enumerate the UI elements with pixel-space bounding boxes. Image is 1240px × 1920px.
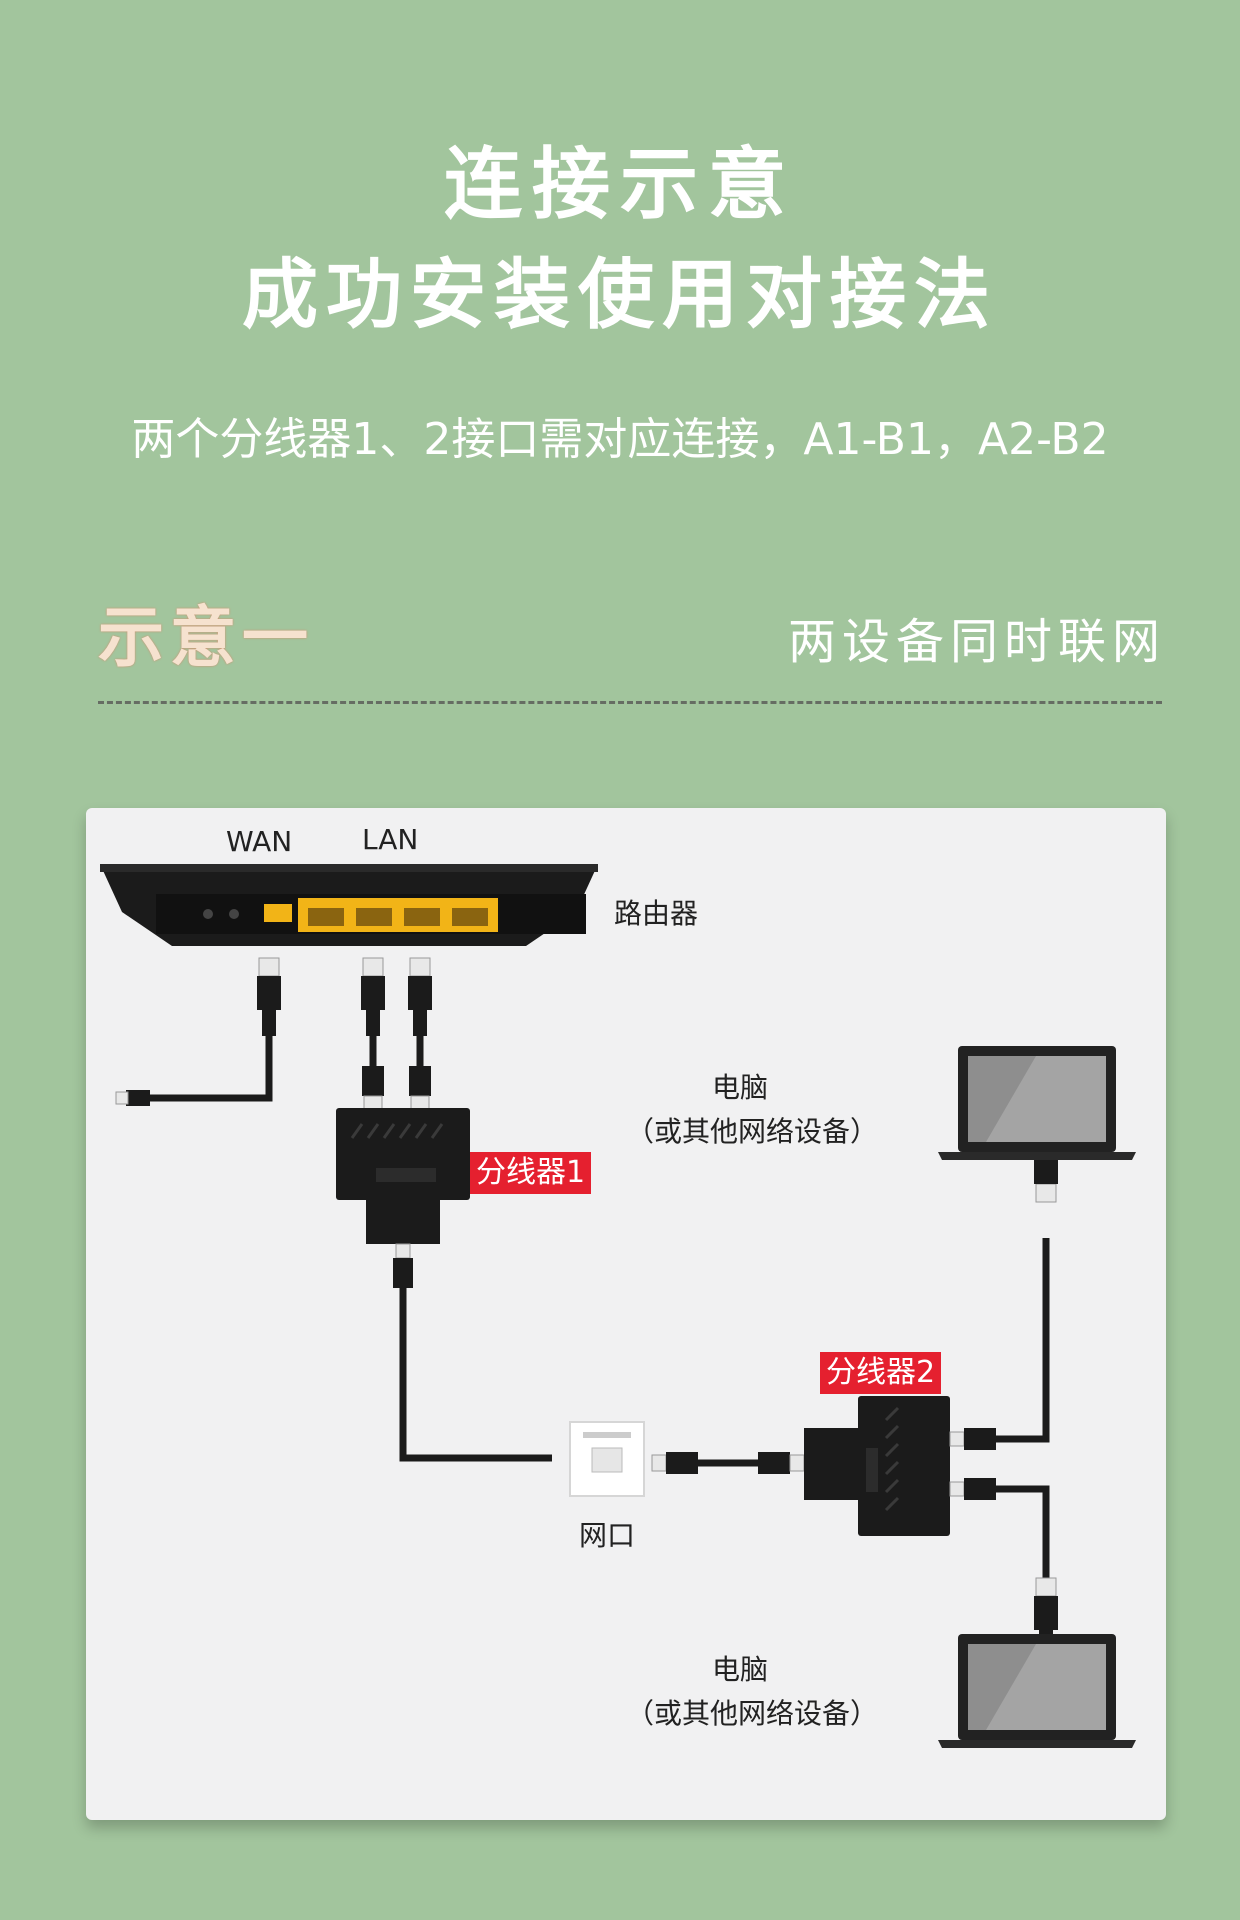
dashed-divider [98,701,1162,704]
splitter2-output-cables [949,1123,1059,1657]
wall-port-label: 网口 [579,1519,636,1552]
splitter-1-tag: 分线器1 [470,1152,592,1194]
computer-1-label: 电脑 [711,1071,768,1104]
wan-port [264,904,292,922]
router-label: 路由器 [614,897,699,930]
splitter-1 [336,1108,470,1244]
computer-2-label: 电脑 [711,1653,768,1686]
wan-label: WAN [226,825,293,858]
splitter-2 [804,1396,950,1536]
diagram-card: WAN LAN 路由器 分线器1 分线器2 网口 电脑 （或其他网络设备） 电脑… [86,808,1166,1820]
laptop-2-icon [938,1634,1136,1748]
wall-port [569,1421,645,1497]
title-line-1: 连接示意 [443,140,796,230]
router [100,864,598,946]
subtitle: 两个分线器1、2接口需对应连接，A1-B1，A2-B2 [131,414,1109,465]
lan-label: LAN [362,823,419,856]
lan-cables [360,957,433,1111]
section-title: 示意一 [98,599,314,676]
splitter-2-tag: 分线器2 [820,1352,942,1394]
wan-cable [115,957,282,1106]
laptop-1-icon [938,1046,1136,1160]
computer-1-sublabel: （或其他网络设备） [626,1115,879,1148]
wall-to-splitter2-cable [651,1452,805,1474]
connection-diagram [100,864,1136,1748]
section-note: 两设备同时联网 [787,614,1166,670]
splitter1-to-wall-cable [393,1243,552,1462]
title-line-2: 成功安装使用对接法 [242,250,998,339]
computer-2-sublabel: （或其他网络设备） [626,1697,879,1730]
